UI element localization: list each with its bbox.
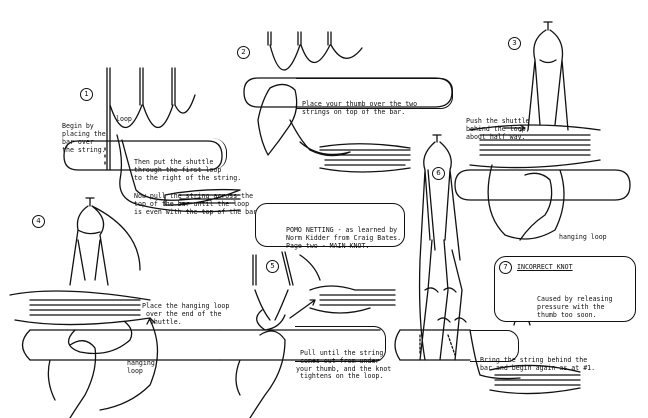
step-1-shuttle-bottom xyxy=(139,204,241,213)
step-6-string-tail xyxy=(469,329,521,380)
step-5-net xyxy=(254,289,289,331)
step-4-arrow-curve xyxy=(99,317,159,411)
step-2-shuttle xyxy=(319,143,411,173)
step-7-number: 7 xyxy=(499,261,512,274)
step-3-hanging-loop-label: hanging loop xyxy=(559,233,607,241)
step-6-dashes xyxy=(419,334,456,356)
step-6-knots xyxy=(424,287,467,323)
step-2-thumb-bubble xyxy=(296,78,453,109)
step-4-thumb xyxy=(47,340,97,418)
step-6-shuttle xyxy=(489,364,581,395)
step-3-bar xyxy=(454,169,631,201)
step-1-hanging-strings xyxy=(106,67,176,171)
step-3-number: 3 xyxy=(508,37,521,50)
step-3-thumb xyxy=(519,172,553,241)
step-5-strings xyxy=(252,251,321,286)
step-6-net xyxy=(418,141,463,361)
step-1-shuttle-bubble xyxy=(128,138,227,170)
step-1-drawing xyxy=(63,67,241,213)
step-6-bar xyxy=(394,329,471,361)
step-5-pull-arrow xyxy=(289,299,316,319)
step-3-arrow xyxy=(504,124,526,132)
step-4-drawing xyxy=(9,197,221,418)
step-1-number: 1 xyxy=(80,88,93,101)
step-4-place-text: Place the hanging loop over the end of t… xyxy=(142,302,230,326)
step-1-net-loops xyxy=(109,94,196,128)
step-5-bar-box xyxy=(295,326,386,362)
step-3-hook xyxy=(543,21,553,31)
step-1-loop-label: loop xyxy=(116,115,132,123)
step-3-net-strings xyxy=(527,29,569,131)
step-4-hanging-loop xyxy=(68,321,133,355)
step-1-shuttle xyxy=(164,188,241,206)
step-6-hook xyxy=(432,134,442,143)
step-2-number: 2 xyxy=(237,46,250,59)
step-5-shuttle xyxy=(309,285,396,314)
step-6-number: 6 xyxy=(432,167,445,180)
step-5-number: 5 xyxy=(266,260,279,273)
step-4-net-strings xyxy=(69,205,141,286)
step-5-tightens-text: tightens on the loop. xyxy=(300,372,384,380)
step-4-number: 4 xyxy=(32,215,45,228)
step-2-hanging-strings xyxy=(267,31,332,46)
step-5-pull-text: Pull until the string comes out from und… xyxy=(296,349,392,373)
step-1-string xyxy=(116,134,201,206)
step-5-thumb xyxy=(235,330,286,418)
step-3-hanging-loop xyxy=(487,164,565,240)
step-2-net-loops xyxy=(269,44,363,71)
step-7-heading: INCORRECT KNOT xyxy=(517,263,573,271)
step-3-drawing xyxy=(454,21,631,241)
step-3-shuttle xyxy=(469,124,601,169)
step-6-drawing xyxy=(394,134,581,395)
step-4-hook xyxy=(85,197,95,207)
step-4-shuttle xyxy=(9,290,151,326)
step-2-thumb xyxy=(257,83,298,156)
step-4-bar xyxy=(21,329,221,361)
step-6-bar-box xyxy=(470,330,519,362)
